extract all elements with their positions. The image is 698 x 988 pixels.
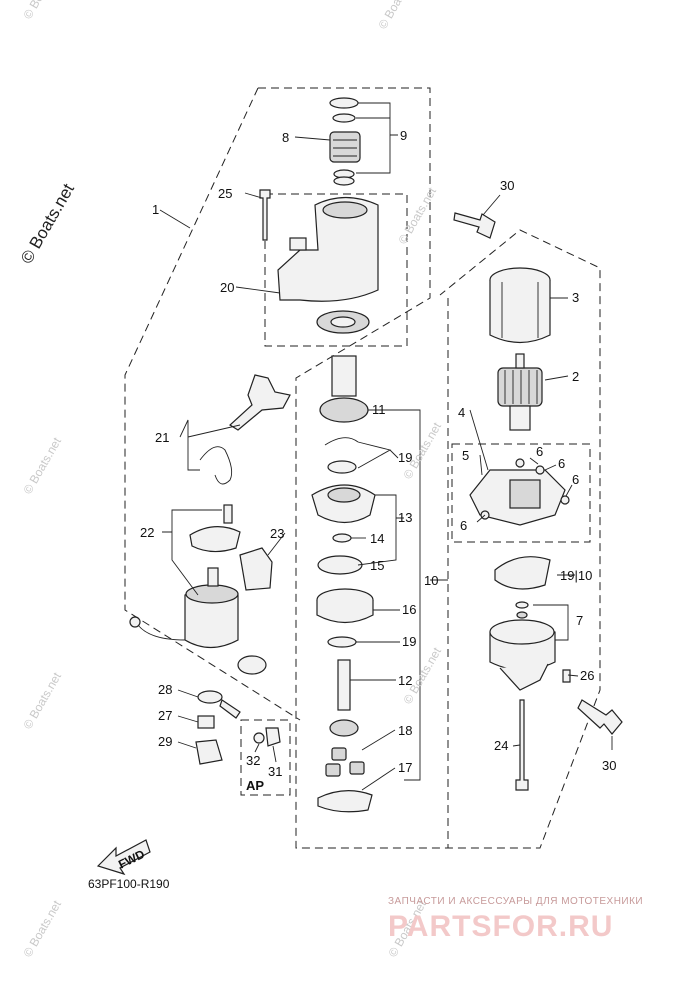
washer-19-part <box>327 460 357 474</box>
fwd-arrow-icon <box>96 839 151 876</box>
plate-17-part <box>317 790 373 813</box>
shift-lever-part <box>229 374 291 431</box>
armature-part <box>497 353 543 431</box>
callout-6-a: 6 <box>536 444 543 459</box>
starter-housing-outline <box>264 193 408 347</box>
callout-19-10: 19|10 <box>560 568 592 583</box>
svg-text:© Boats.net: © Boats.net <box>20 434 64 496</box>
yoke-part <box>489 267 551 344</box>
copyright-label: © Boats.net <box>17 180 78 267</box>
planet-shaft-part <box>329 659 359 737</box>
rear-cover-part <box>489 601 556 691</box>
washer-19b-part <box>327 636 357 648</box>
callout-20: 20 <box>220 280 234 295</box>
brush-holder-part <box>469 458 570 526</box>
ad-tagline: ЗАПЧАСТИ И АКСЕССУАРЫ ДЛЯ МОТОТЕХНИКИ <box>388 896 643 907</box>
clip-19-part <box>324 437 359 446</box>
callout-10: 10 <box>424 573 438 588</box>
ap-outline <box>240 719 291 796</box>
callout-19-top: 19 <box>398 450 412 465</box>
solenoid-part <box>129 504 241 649</box>
through-bolt-part <box>515 699 529 791</box>
part-code-label: 63PF100-R190 <box>88 877 170 891</box>
callout-6-c: 6 <box>572 472 579 487</box>
callout-16: 16 <box>402 602 416 617</box>
callout-32: 32 <box>246 753 260 768</box>
callout-26: 26 <box>580 668 594 683</box>
bolt-30-upper-part <box>453 212 496 239</box>
ring-14-part <box>332 533 352 543</box>
callout-15: 15 <box>370 558 384 573</box>
washer-32-part <box>253 732 265 744</box>
drive-shaft-part <box>319 355 369 423</box>
assembly-outline-1 <box>258 87 601 849</box>
end-plate-part <box>494 556 551 590</box>
callout-17: 17 <box>398 760 412 775</box>
callout-4: 4 <box>458 405 465 420</box>
callout-25: 25 <box>218 186 232 201</box>
callout-9: 9 <box>400 128 407 143</box>
callout-22: 22 <box>140 525 154 540</box>
nut-31-part <box>265 727 281 747</box>
leader-lines <box>159 102 613 791</box>
callout-28: 28 <box>158 682 172 697</box>
spring-21-part <box>199 446 233 485</box>
svg-text:© Boats.net: © Boats.net <box>375 0 419 31</box>
callout-29: 29 <box>158 734 172 749</box>
callout-30-top: 30 <box>500 178 514 193</box>
ad-brand-logo: PARTSFOR.RU <box>388 910 613 943</box>
callout-2: 2 <box>572 369 579 384</box>
callout-14: 14 <box>370 531 384 546</box>
callout-24: 24 <box>494 738 508 753</box>
callout-27: 27 <box>158 708 172 723</box>
bracket-23-part <box>239 547 273 591</box>
callout-5: 5 <box>462 448 469 463</box>
front-housing-part <box>277 196 379 334</box>
callout-8: 8 <box>282 130 289 145</box>
callout-19-bottom: 19 <box>402 634 416 649</box>
planet-gears-part <box>325 747 365 777</box>
nut-28-part <box>197 690 223 704</box>
ring-15-part <box>317 555 363 575</box>
callout-18: 18 <box>398 723 412 738</box>
screw-26-part <box>562 669 571 683</box>
nut-27-part <box>197 715 215 729</box>
callout-11: 11 <box>372 402 386 417</box>
callout-31: 31 <box>268 764 282 779</box>
callout-21: 21 <box>155 430 169 445</box>
gear-case-part <box>311 484 376 524</box>
callout-30-bottom: 30 <box>602 758 616 773</box>
assembly-outline-left <box>124 87 301 721</box>
cap-29-part <box>195 739 223 765</box>
callout-6-d: 6 <box>460 518 467 533</box>
boot-part <box>237 655 267 675</box>
brush-holder-outline <box>451 443 591 543</box>
svg-text:© Boats.net: © Boats.net <box>20 897 64 959</box>
bolt-30-lower-part <box>577 699 623 735</box>
watermarks: © Boats.net © Boats.net © Boats.net © Bo… <box>20 0 444 960</box>
callout-13: 13 <box>398 510 412 525</box>
callout-3: 3 <box>572 290 579 305</box>
callout-1: 1 <box>152 202 159 217</box>
callout-23: 23 <box>270 526 284 541</box>
callout-7: 7 <box>576 613 583 628</box>
callout-12: 12 <box>398 673 412 688</box>
svg-text:© Boats.net: © Boats.net <box>20 0 64 22</box>
internal-gear-part <box>316 588 374 624</box>
ring-set-part <box>329 97 361 186</box>
callout-6-b: 6 <box>558 456 565 471</box>
ap-label: AP <box>246 778 264 793</box>
svg-text:© Boats.net: © Boats.net <box>20 669 64 731</box>
terminal-bolt-part <box>219 699 241 719</box>
